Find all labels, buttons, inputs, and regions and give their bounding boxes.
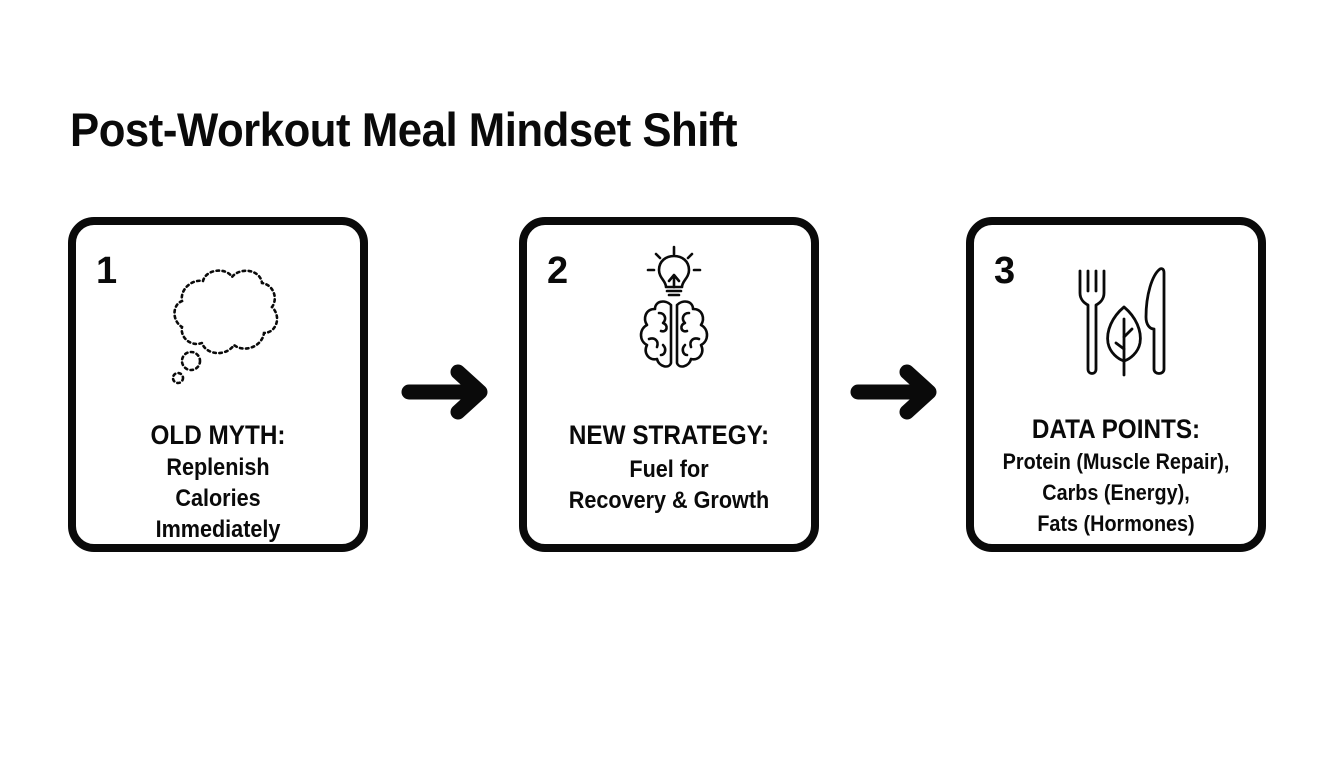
- step-heading: OLD MYTH:: [150, 420, 286, 450]
- step-text: OLD MYTH: Replenish Calories Immediately: [90, 419, 346, 545]
- step-card-new-strategy: 2 NEW STRATEGY: Fuel for: [519, 217, 819, 552]
- step-body-line: Fats (Hormones): [1037, 511, 1195, 536]
- page-title: Post-Workout Meal Mindset Shift: [70, 103, 738, 156]
- step-body-line: Calories: [175, 485, 261, 512]
- step-card-old-myth: 1 OLD MYTH: Replenish Calories Immediate…: [68, 217, 368, 552]
- fork-leaf-knife-icon: [1078, 267, 1166, 377]
- lightbulb-brain-icon: [639, 245, 709, 368]
- step-body-line: Immediately: [155, 516, 281, 543]
- thought-bubble-icon: [171, 269, 279, 385]
- step-text: DATA POINTS: Protein (Muscle Repair), Ca…: [988, 413, 1244, 539]
- step-heading: NEW STRATEGY:: [568, 420, 770, 450]
- step-body-line: Fuel for: [629, 456, 709, 483]
- step-card-data-points: 3 DATA POINTS: Protein (Muscle Repair), …: [966, 217, 1266, 552]
- step-heading: DATA POINTS:: [1031, 414, 1201, 444]
- arrow-right-icon: [401, 364, 488, 420]
- step-body-line: Recovery & Growth: [568, 487, 770, 514]
- step-number: 1: [96, 250, 118, 292]
- arrow-right-icon: [850, 364, 937, 420]
- step-body-line: Protein (Muscle Repair),: [1002, 449, 1230, 474]
- step-body-line: Replenish: [166, 454, 270, 481]
- step-number: 3: [994, 250, 1016, 292]
- step-body-line: Carbs (Energy),: [1042, 480, 1190, 505]
- step-text: NEW STRATEGY: Fuel for Recovery & Growth: [541, 419, 797, 516]
- step-number: 2: [547, 250, 569, 292]
